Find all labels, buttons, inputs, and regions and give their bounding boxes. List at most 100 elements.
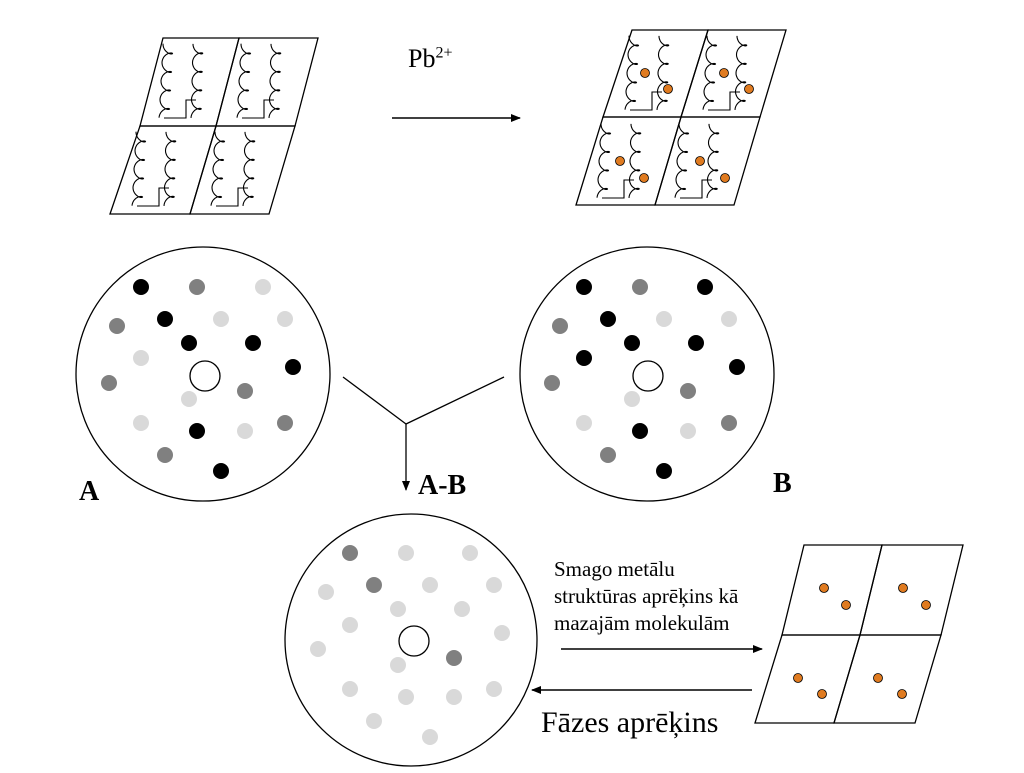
beam-stop [398, 625, 430, 657]
heavy-atom [744, 84, 754, 94]
derivative-crystal-lattice [575, 29, 787, 206]
diffraction-spot [454, 601, 470, 617]
heavy-atom [841, 600, 851, 610]
diffraction-spot [656, 463, 672, 479]
heavy-atom [663, 84, 673, 94]
protein-linker [602, 179, 634, 199]
diffraction-spot [245, 335, 261, 351]
protein-chain [628, 123, 642, 198]
heavy-atom [897, 689, 907, 699]
substructure-caption: Smago metālu struktūras aprēķins kā maza… [554, 557, 739, 635]
beam-stop [632, 360, 664, 392]
diffraction-spot [390, 601, 406, 617]
diffraction-spot [213, 463, 229, 479]
heavy-atom [819, 583, 829, 593]
diffraction-spot [342, 681, 358, 697]
protein-chain [596, 123, 612, 198]
diffraction-spot [632, 423, 648, 439]
diffraction-spot [576, 415, 592, 431]
diffraction-pattern-a [75, 246, 331, 502]
diffraction-spot [729, 359, 745, 375]
diffraction-spot [486, 577, 502, 593]
diffraction-spot [318, 584, 334, 600]
diffraction-spot [157, 447, 173, 463]
difference-label: A-B [418, 470, 467, 501]
diffraction-spot [576, 350, 592, 366]
diffraction-spot [632, 279, 648, 295]
heavy-atom [817, 689, 827, 699]
diffraction-spot [133, 279, 149, 295]
diffraction-spot [342, 545, 358, 561]
protein-chain [268, 43, 282, 118]
diffraction-spot [390, 657, 406, 673]
diffraction-spot [133, 415, 149, 431]
diffraction-spot [600, 447, 616, 463]
diffraction-spot [721, 415, 737, 431]
heavy-atom [639, 173, 649, 183]
diffraction-spot [237, 383, 253, 399]
heavy-atom [898, 583, 908, 593]
unit-cell [754, 634, 861, 724]
diffraction-spot [109, 318, 125, 334]
difference-connector [342, 376, 505, 491]
protein-chain [236, 43, 252, 118]
protein-chain [674, 123, 690, 198]
diffraction-spot [544, 375, 560, 391]
diffraction-spot [680, 423, 696, 439]
unit-cell [602, 29, 709, 118]
diffraction-spot [213, 311, 229, 327]
protein-chain [624, 35, 640, 110]
diffraction-spot [462, 545, 478, 561]
pattern-b-label: B [773, 468, 792, 499]
diffraction-spot [697, 279, 713, 295]
diffraction-spot [277, 311, 293, 327]
protein-linker [242, 99, 274, 119]
unit-cell [859, 544, 964, 636]
diffraction-spot [688, 335, 704, 351]
heavy-atom [695, 156, 705, 166]
diffraction-spot [624, 335, 640, 351]
heavy-atom [921, 600, 931, 610]
diffraction-spot [398, 545, 414, 561]
protein-chain [210, 131, 226, 206]
protein-linker [137, 187, 169, 207]
diffraction-spot [656, 311, 672, 327]
pattern-a-label: A [79, 476, 100, 507]
diffraction-spot [624, 391, 640, 407]
protein-linker [216, 187, 248, 207]
unit-cell [781, 544, 883, 636]
phasing-caption: Fāzes aprēķins [541, 706, 719, 739]
diffraction-spot [277, 415, 293, 431]
protein-chain [706, 123, 720, 198]
heavy-atom [719, 68, 729, 78]
heavy-atom-lattice [754, 544, 964, 724]
diffraction-spot [576, 279, 592, 295]
beam-stop [189, 360, 221, 392]
protein-chain [656, 35, 670, 110]
diffraction-spot [422, 577, 438, 593]
diffraction-spot [552, 318, 568, 334]
diffraction-spot [133, 350, 149, 366]
diffraction-spot [310, 641, 326, 657]
heavy-atom-sites [615, 68, 754, 183]
protein-linker [680, 179, 712, 199]
unit-cell [654, 116, 761, 206]
diffraction-spot [181, 335, 197, 351]
diffraction-spot [189, 279, 205, 295]
heavy-atom [640, 68, 650, 78]
protein-chain [734, 35, 748, 110]
diffraction-spot [422, 729, 438, 745]
unit-cell [139, 37, 240, 127]
diffraction-spot [342, 617, 358, 633]
protein-chain [163, 131, 177, 206]
diffraction-spot [366, 713, 382, 729]
diffraction-spot [237, 423, 253, 439]
protein-linker [708, 91, 740, 111]
diffraction-spot [446, 689, 462, 705]
diffraction-spot [446, 650, 462, 666]
diffraction-spot [101, 375, 117, 391]
protein-chain [242, 131, 256, 206]
heavy-atom [615, 156, 625, 166]
